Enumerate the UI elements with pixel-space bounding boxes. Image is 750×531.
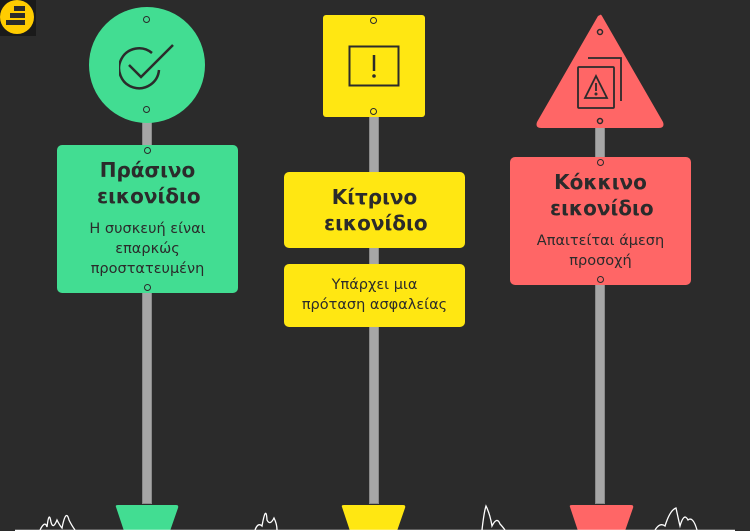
yellow-description: Υπάρχει μια πρόταση ασφαλείας bbox=[301, 277, 448, 313]
yellow-alert-sign bbox=[323, 15, 425, 117]
red-warning-sign bbox=[536, 14, 664, 129]
green-info-box: Πράσινο εικονίδιο Η συσκευή είναι επαρκώ… bbox=[57, 145, 238, 293]
warning-document-icon bbox=[577, 57, 622, 109]
check-circle-icon bbox=[119, 44, 174, 90]
grass-icon bbox=[39, 504, 698, 531]
red-description: Απαιτείται άμεση προσοχή bbox=[536, 233, 665, 269]
exclamation-box-icon bbox=[348, 45, 400, 87]
red-info-box: Κόκκινο εικονίδιο Απαιτείται άμεση προσο… bbox=[510, 157, 691, 285]
logo-icon bbox=[0, 0, 36, 36]
red-title: Κόκκινο εικονίδιο bbox=[550, 170, 654, 220]
yellow-title-box: Κίτρινο εικονίδιο bbox=[284, 172, 465, 248]
yellow-title: Κίτρινο εικονίδιο bbox=[324, 185, 428, 235]
green-description: Η συσκευή είναι επαρκώς προστατευμένη bbox=[89, 221, 206, 277]
green-title: Πράσινο εικονίδιο bbox=[97, 158, 201, 208]
yellow-description-box: Υπάρχει μια πρόταση ασφαλείας bbox=[284, 264, 465, 327]
ground bbox=[15, 504, 735, 531]
green-check-sign bbox=[89, 7, 205, 123]
